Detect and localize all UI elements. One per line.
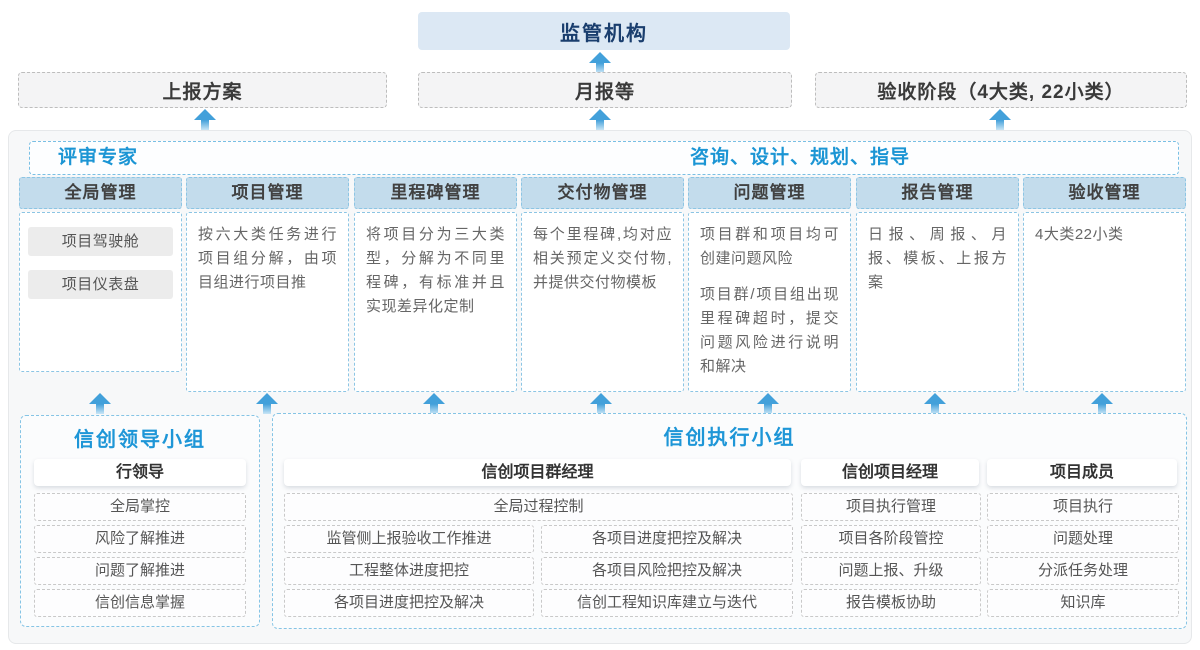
- output-box-report-plan: 上报方案: [18, 72, 387, 108]
- task-item: 项目执行: [987, 493, 1179, 521]
- up-arrow-icon: [423, 393, 445, 414]
- consult-label: 咨询、设计、规划、指导: [690, 147, 911, 168]
- up-arrow-icon: [89, 393, 111, 414]
- column-title: 报告管理: [856, 177, 1019, 209]
- column-title: 里程碑管理: [354, 177, 517, 209]
- column-report-management: 报告管理 日报、周报、月报、模板、上报方案: [856, 177, 1019, 392]
- feature-pill: 项目驾驶舱: [28, 227, 173, 256]
- column-description: 项目群/项目组出现里程碑超时，提交问题风险进行说明和解决: [700, 286, 839, 375]
- column-description: 按六大类任务进行项目组分解，由项目组进行项目推: [186, 212, 349, 392]
- column-acceptance-management: 验收管理 4大类22小类: [1023, 177, 1186, 392]
- task-item: 信创信息掌握: [34, 589, 246, 617]
- column-description: 每个里程碑,均对应相关预定义交付物,并提供交付物模板: [521, 212, 684, 392]
- task-item: 全局过程控制: [284, 493, 793, 521]
- task-item: 全局掌控: [34, 493, 246, 521]
- role-program-manager: 信创项目群经理: [284, 459, 791, 486]
- column-title: 项目管理: [186, 177, 349, 209]
- task-item: 报告模板协助: [801, 589, 981, 617]
- execution-group-title: 信创执行小组: [663, 427, 796, 449]
- column-description: 4大类22小类: [1023, 212, 1186, 392]
- task-item: 风险了解推进: [34, 525, 246, 553]
- platform-container: 评审专家 咨询、设计、规划、指导 全局管理 项目驾驶舱 项目仪表盘 项目管理 按…: [8, 130, 1192, 644]
- task-item: 项目执行管理: [801, 493, 981, 521]
- task-item: 项目各阶段管控: [801, 525, 981, 553]
- feature-pill: 项目仪表盘: [28, 270, 173, 299]
- column-issue-management: 问题管理 项目群和项目均可创建问题风险 项目群/项目组出现里程碑超时，提交问题风…: [688, 177, 851, 392]
- leadership-group-title: 信创领导小组: [74, 429, 206, 451]
- column-title: 全局管理: [19, 177, 182, 209]
- column-global-management: 全局管理 项目驾驶舱 项目仪表盘: [19, 177, 182, 372]
- column-title: 验收管理: [1023, 177, 1186, 209]
- task-item: 各项目进度把控及解决: [541, 525, 793, 553]
- up-arrow-icon: [590, 393, 612, 414]
- task-item: 信创工程知识库建立与迭代: [541, 589, 793, 617]
- regulator-box: 监管机构: [418, 12, 790, 50]
- execution-group: 信创执行小组 信创项目群经理 全局过程控制 监管侧上报验收工作推进 工程整体进度…: [272, 413, 1187, 629]
- up-arrow-icon: [924, 393, 946, 414]
- task-item: 问题了解推进: [34, 557, 246, 585]
- up-arrow-icon: [757, 393, 779, 414]
- up-arrow-icon: [256, 393, 278, 414]
- column-description: 项目群和项目均可创建问题风险: [700, 226, 839, 267]
- column-project-management: 项目管理 按六大类任务进行项目组分解，由项目组进行项目推: [186, 177, 349, 392]
- column-deliverable-management: 交付物管理 每个里程碑,均对应相关预定义交付物,并提供交付物模板: [521, 177, 684, 392]
- task-item: 各项目进度把控及解决: [284, 589, 534, 617]
- up-arrow-icon: [989, 109, 1011, 130]
- up-arrow-icon: [1091, 393, 1113, 414]
- column-description: 日报、周报、月报、模板、上报方案: [856, 212, 1019, 392]
- expert-label: 评审专家: [58, 147, 139, 168]
- column-milestone-management: 里程碑管理 将项目分为三大类型，分解为不同里程碑，有标准并且实现差异化定制: [354, 177, 517, 392]
- task-item: 问题上报、升级: [801, 557, 981, 585]
- column-description: 将项目分为三大类型，分解为不同里程碑，有标准并且实现差异化定制: [354, 212, 517, 392]
- output-box-acceptance-stage: 验收阶段（4大类, 22小类）: [815, 72, 1187, 108]
- task-item: 知识库: [987, 589, 1179, 617]
- role-project-manager: 信创项目经理: [801, 459, 979, 486]
- task-item: 分派任务处理: [987, 557, 1179, 585]
- task-item: 各项目风险把控及解决: [541, 557, 793, 585]
- task-item: 监管侧上报验收工作推进: [284, 525, 534, 553]
- task-item: 工程整体进度把控: [284, 557, 534, 585]
- output-box-monthly-report: 月报等: [418, 72, 792, 108]
- task-item: 问题处理: [987, 525, 1179, 553]
- role-bank-leader: 行领导: [34, 459, 246, 486]
- role-project-member: 项目成员: [987, 459, 1177, 486]
- up-arrow-icon: [194, 109, 216, 130]
- up-arrow-icon: [589, 109, 611, 130]
- column-title: 问题管理: [688, 177, 851, 209]
- advisor-strip: 评审专家 咨询、设计、规划、指导: [29, 141, 1179, 175]
- column-title: 交付物管理: [521, 177, 684, 209]
- up-arrow-icon: [589, 52, 611, 73]
- leadership-group: 信创领导小组 行领导 全局掌控 风险了解推进 问题了解推进 信创信息掌握: [20, 415, 260, 627]
